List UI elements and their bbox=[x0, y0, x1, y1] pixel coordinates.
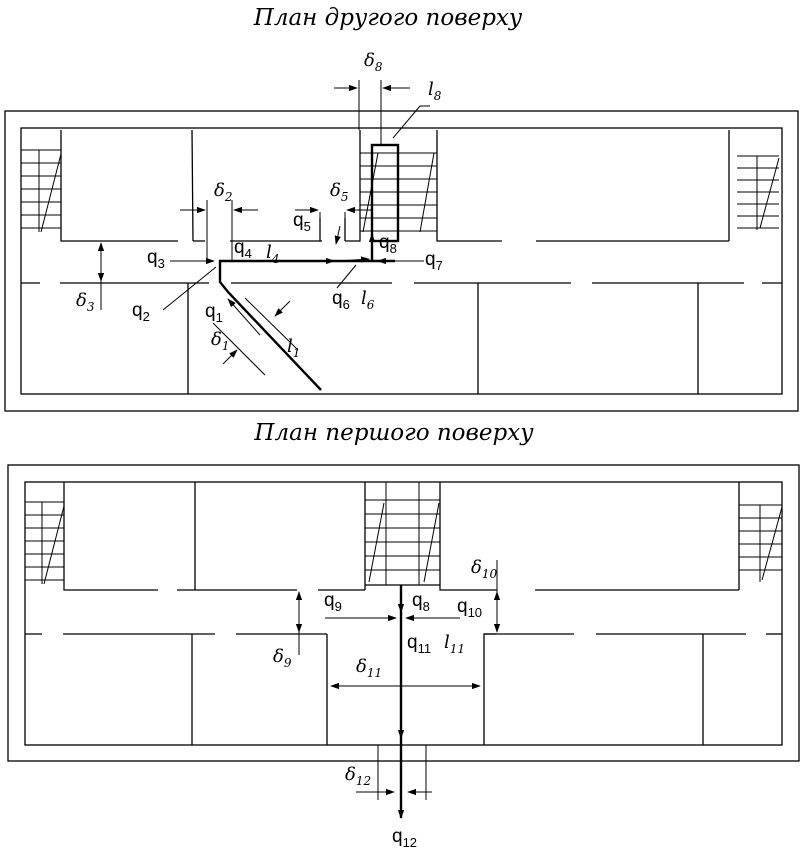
label-delta2: δ2 bbox=[214, 180, 232, 204]
lower-inner-wall bbox=[24, 481, 783, 746]
label-delta5: δ5 bbox=[330, 180, 348, 204]
label-delta11: δ11 bbox=[356, 656, 382, 680]
duct-l8 bbox=[370, 143, 400, 243]
label-delta9: δ9 bbox=[273, 646, 292, 670]
label-q12: q12 bbox=[392, 826, 417, 850]
lower-floor-plan bbox=[7, 464, 800, 819]
label-l1: l1 bbox=[287, 336, 300, 360]
label-q3: q3 bbox=[147, 247, 165, 271]
label-q1: q1 bbox=[205, 301, 223, 325]
lower-outer-wall bbox=[7, 464, 800, 762]
upper-room-wall-a bbox=[191, 129, 194, 242]
upper-room-right bbox=[436, 130, 502, 242]
lower-floor-title: План першого поверху bbox=[253, 420, 534, 446]
upper-stair-wall-left bbox=[345, 130, 361, 242]
label-q2: q2 bbox=[132, 300, 150, 324]
lower-stair-left bbox=[25, 501, 65, 585]
label-l6: l6 bbox=[361, 288, 375, 312]
upper-stair-left bbox=[21, 149, 62, 233]
label-q5: q5 bbox=[293, 210, 311, 234]
upper-room-1 bbox=[60, 130, 178, 242]
label-delta8: δ8 bbox=[364, 50, 383, 74]
label-q9: q9 bbox=[324, 590, 342, 614]
label-q11: q11 bbox=[407, 632, 431, 656]
upper-floor-title: План другого поверху bbox=[253, 5, 523, 31]
upper-floor-plan bbox=[4, 80, 799, 412]
lower-stair-middle bbox=[365, 482, 440, 585]
lower-room-1 bbox=[63, 482, 158, 591]
label-l8: l8 bbox=[428, 79, 442, 103]
label-delta10: δ10 bbox=[471, 557, 497, 581]
label-l4: l4 bbox=[266, 242, 279, 266]
label-q7: q7 bbox=[425, 249, 443, 273]
label-q4: q4 bbox=[234, 237, 252, 261]
upper-outer-wall bbox=[4, 110, 799, 412]
label-delta3: δ3 bbox=[76, 290, 95, 314]
label-q6: q6 bbox=[332, 288, 350, 312]
upper-labels: δ8 l8 δ2 δ5 q5 q8 q3 q4 l4 q7 δ3 q2 q6 l… bbox=[76, 50, 443, 360]
duct-main-path bbox=[218, 259, 395, 391]
lower-stair-right bbox=[739, 504, 783, 582]
label-q8-lower: q8 bbox=[412, 590, 430, 614]
upper-stair-right bbox=[737, 155, 780, 230]
label-delta1: δ1 bbox=[211, 329, 229, 353]
label-delta12: δ12 bbox=[345, 764, 371, 788]
label-q10: q10 bbox=[457, 596, 482, 620]
lower-labels: δ10 q9 q8 q10 δ9 q11 l11 δ11 δ12 q12 bbox=[273, 557, 497, 850]
label-q8-upper: q8 bbox=[379, 232, 397, 256]
label-l11: l11 bbox=[444, 632, 465, 656]
